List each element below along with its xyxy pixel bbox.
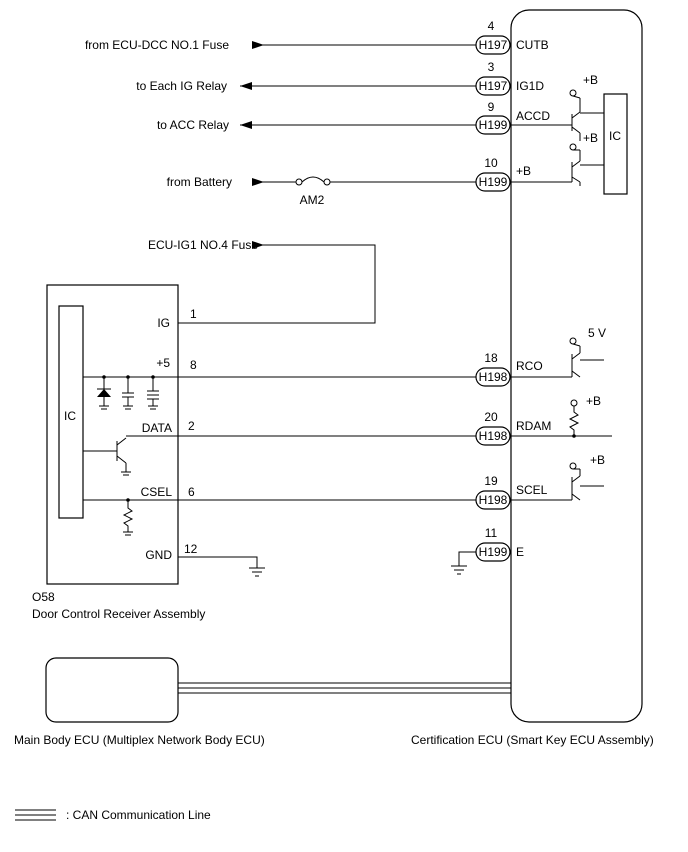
wire-e: [458, 551, 476, 566]
pin-num-b: 10: [484, 156, 498, 170]
transistor-scel: [571, 469, 604, 501]
door-sig-5v: +5: [156, 356, 170, 370]
door-sig-gnd: GND: [145, 548, 172, 562]
supply-b3: +B: [586, 394, 601, 408]
transistor-b: [571, 150, 604, 186]
supply-b2: +B: [583, 131, 598, 145]
conn-cutb: H197: [479, 38, 508, 52]
cert-ecu-ic-block: [603, 93, 628, 195]
label-ecu-ig1-fuse: ECU-IG1 NO.4 Fuse: [148, 238, 258, 252]
arrow-out-ig1d: [240, 82, 252, 90]
arrow-in-cutb: [252, 41, 264, 49]
sig-cutb: CUTB: [516, 38, 549, 52]
transistor-accd: [571, 98, 604, 141]
can-bus-lines: [178, 682, 511, 694]
door-pin-5v: 8: [190, 358, 197, 372]
sig-scel: SCEL: [516, 483, 548, 497]
sig-accd: ACCD: [516, 109, 550, 123]
connector-ig1d: [475, 76, 511, 96]
door-sig-ig: IG: [157, 316, 170, 330]
can-legend-label: : CAN Communication Line: [66, 808, 211, 822]
pin-num-ig1d: 3: [488, 60, 495, 74]
pin-num-rdam: 20: [484, 410, 498, 424]
door-pin-ig: 1: [190, 307, 197, 321]
conn-scel: H198: [479, 493, 508, 507]
door-pin-gnd: 12: [184, 542, 198, 556]
main-body-ecu-name: Main Body ECU (Multiplex Network Body EC…: [14, 733, 265, 747]
pin-num-e: 11: [485, 526, 498, 540]
pin-num-accd: 9: [488, 100, 495, 114]
sig-rdam: RDAM: [516, 419, 551, 433]
door-receiver-filter: [97, 375, 159, 410]
pin-num-rco: 18: [484, 351, 498, 365]
arrow-in-battery: [252, 178, 264, 186]
conn-e: H199: [479, 545, 508, 559]
label-to-acc-relay: to ACC Relay: [157, 118, 229, 132]
door-sig-csel: CSEL: [141, 485, 173, 499]
conn-rco: H198: [479, 370, 508, 384]
sig-b: +B: [516, 164, 531, 178]
connector-cutb: [475, 35, 511, 55]
door-pin-data: 2: [188, 419, 195, 433]
door-receiver-transistor: [83, 437, 131, 476]
supply-b4: +B: [590, 453, 605, 467]
conn-accd: H199: [479, 118, 508, 132]
pin-num-cutb: 4: [488, 19, 495, 33]
sig-rco: RCO: [516, 359, 543, 373]
door-pin-csel: 6: [188, 485, 195, 499]
ground-symbol-door: [249, 567, 265, 577]
cert-ecu-name: Certification ECU (Smart Key ECU Assembl…: [411, 733, 654, 747]
pin-num-scel: 19: [484, 474, 498, 488]
door-receiver-code: O58: [32, 590, 55, 604]
label-from-battery: from Battery: [167, 175, 232, 189]
pulldown-resistor-csel: [122, 500, 134, 532]
door-receiver-ic-label: IC: [64, 409, 76, 423]
supply-5v: 5 V: [588, 326, 606, 340]
supply-b1: +B: [583, 73, 598, 87]
arrow-out-accd: [240, 121, 252, 129]
fuse-terminal-right: [323, 178, 331, 186]
wire-gnd: [178, 556, 258, 568]
ground-symbol-cert: [451, 565, 467, 575]
conn-rdam: H198: [479, 429, 508, 443]
door-receiver-ic: [58, 305, 84, 519]
pullup-resistor-rdam: [568, 406, 580, 436]
conn-ig1d: H197: [479, 79, 508, 93]
door-sig-data: DATA: [142, 421, 172, 435]
main-body-ecu-box: [45, 657, 179, 723]
label-from-ecu-dcc: from ECU-DCC NO.1 Fuse: [85, 38, 229, 52]
fuse-terminal-left: [295, 178, 303, 186]
door-receiver-name: Door Control Receiver Assembly: [32, 607, 205, 621]
sig-ig1d: IG1D: [516, 79, 544, 93]
can-legend-symbol: [15, 809, 56, 821]
fuse-am2-element: [301, 176, 325, 183]
sig-e: E: [516, 545, 524, 559]
transistor-rco: [571, 346, 604, 378]
fuse-am2-label: AM2: [300, 193, 325, 207]
label-to-ig-relay: to Each IG Relay: [136, 79, 227, 93]
wire-ig: [178, 244, 376, 324]
cert-ecu-ic-label: IC: [609, 129, 621, 143]
conn-b: H199: [479, 175, 508, 189]
